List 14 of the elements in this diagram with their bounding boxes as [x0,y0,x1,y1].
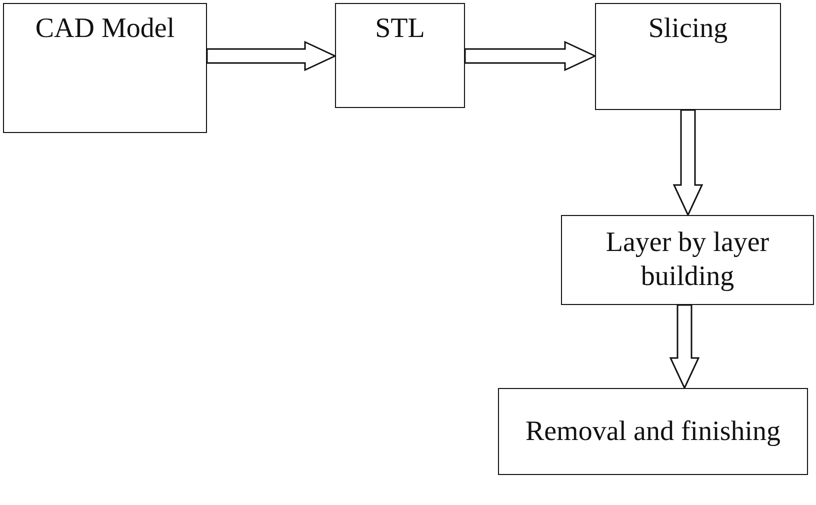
block-arrow [672,109,704,217]
block-arrow [206,40,337,72]
box-label: Removal and finishing [525,414,781,448]
process-box [3,3,207,133]
block-arrow [669,304,700,390]
block-arrow [464,40,597,72]
box-label: Slicing [648,12,728,46]
box-label: STL [375,12,425,46]
process-box [561,215,814,305]
box-label: Layer by layer building [604,226,770,294]
process-box [595,3,781,110]
process-box [498,388,808,475]
process-box [335,3,465,108]
box-label: CAD Model [35,12,175,46]
